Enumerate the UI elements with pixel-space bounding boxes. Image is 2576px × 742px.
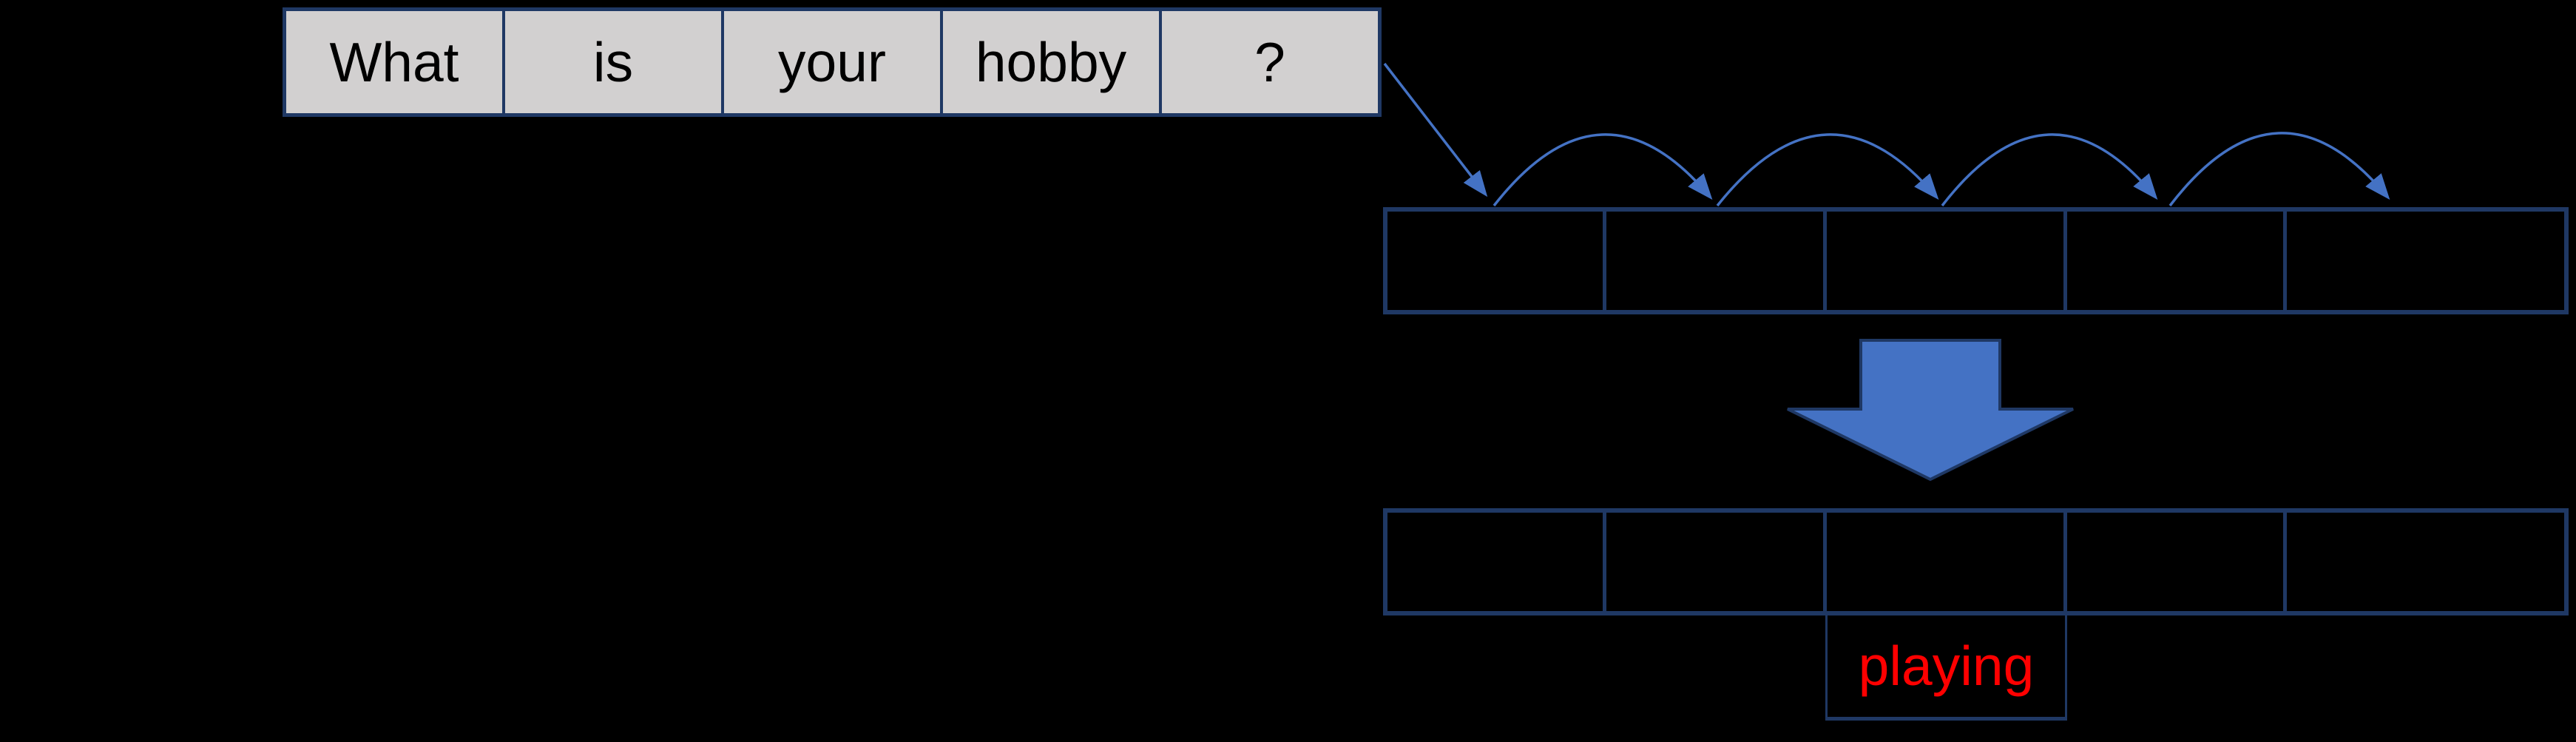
predicted-word-cell: playing — [1825, 615, 2067, 721]
hop-arc-icon-3 — [1941, 133, 2158, 207]
output-slots-row — [1383, 508, 2569, 615]
question-word: ? — [1254, 30, 1285, 93]
question-cell: hobby — [943, 11, 1162, 113]
big-down-arrow-icon — [1787, 339, 2074, 482]
empty-slot — [2287, 212, 2564, 310]
predicted-word: playing — [1858, 635, 2035, 697]
empty-slot — [2067, 212, 2287, 310]
question-cell: ? — [1162, 11, 1378, 113]
empty-slot — [1827, 513, 2067, 611]
question-word: your — [778, 30, 886, 93]
empty-slot — [1606, 212, 1827, 310]
question-cell: is — [505, 11, 724, 113]
empty-slot — [1387, 513, 1606, 611]
hop-arc-icon-4 — [2168, 132, 2390, 207]
empty-slot — [2287, 513, 2564, 611]
input-slots-row — [1383, 207, 2569, 314]
hop-arc-icon-1 — [1492, 133, 1713, 207]
empty-slot — [1606, 513, 1827, 611]
hop-arc-icon-2 — [1716, 133, 1939, 207]
question-word: hobby — [975, 30, 1127, 93]
empty-slot — [1827, 212, 2067, 310]
empty-slot — [2067, 513, 2287, 611]
question-word: What — [329, 30, 459, 93]
question-table: What is your hobby ? — [283, 7, 1382, 117]
question-word: is — [592, 30, 634, 93]
flow-arrow-icon — [1383, 62, 1488, 198]
question-cell: your — [724, 11, 943, 113]
empty-slot — [1387, 212, 1606, 310]
question-cell: What — [286, 11, 505, 113]
